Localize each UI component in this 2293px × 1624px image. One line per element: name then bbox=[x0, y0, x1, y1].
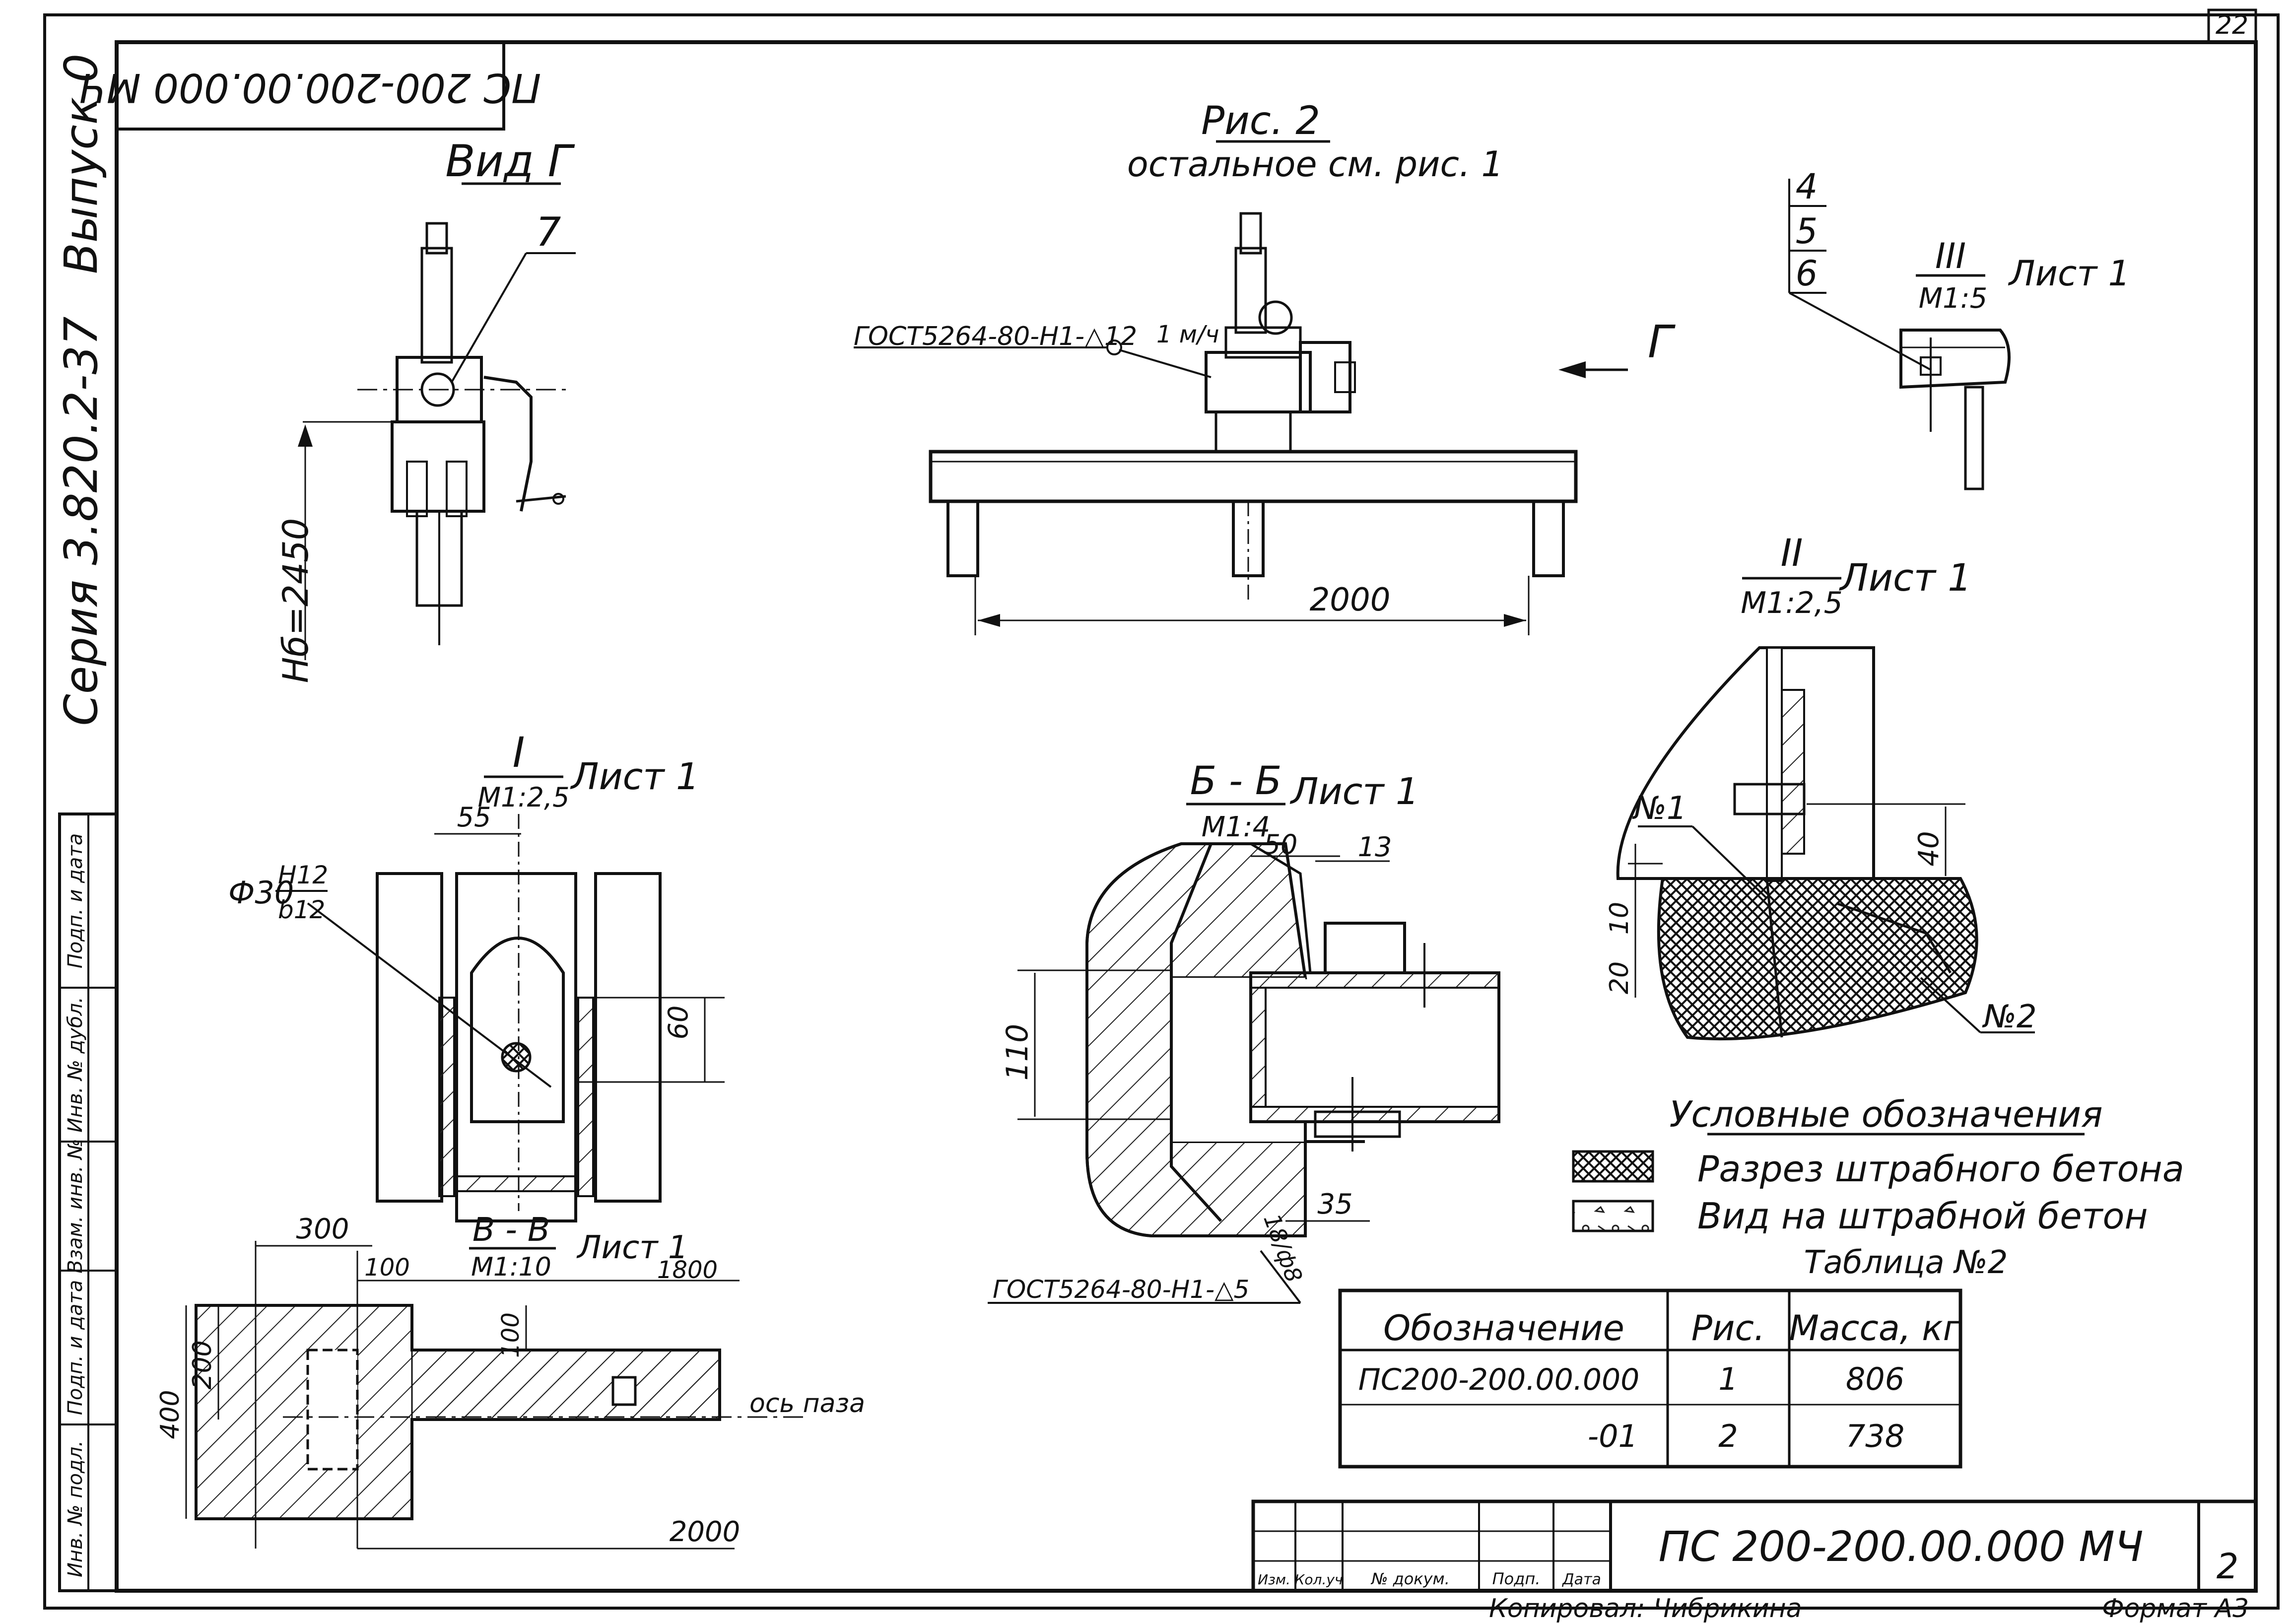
section-bb-dim-110: 110 bbox=[1000, 1024, 1035, 1081]
section-vv-sheet-ref: Лист 1 bbox=[576, 1229, 688, 1266]
table-row: -01 2 738 bbox=[1588, 1418, 1904, 1454]
fig2-title: Рис. 2 bbox=[1201, 99, 1320, 143]
title-block-col-sign: Подп. bbox=[1492, 1569, 1541, 1588]
format-label: Формат А3 bbox=[2102, 1594, 2249, 1624]
section-vv-dim-2000: 2000 bbox=[670, 1516, 741, 1548]
table-row: ПС200-200.00.000 1 806 bbox=[1358, 1361, 1905, 1397]
view-g: Вид Г 7 Нб=2450 bbox=[275, 135, 576, 683]
section-vv-dim-300: 300 bbox=[296, 1213, 349, 1245]
detail-i-dim-side: 60 bbox=[663, 1006, 694, 1040]
top-stamp-text: ПС 200-200.00.000 МЧ bbox=[79, 65, 541, 111]
detail-ii-dim-10: 10 bbox=[1605, 902, 1634, 935]
view-g-height-label: Нб=2450 bbox=[275, 518, 316, 683]
section-bb-dim-50: 50 bbox=[1264, 829, 1298, 860]
section-vv-dim-100-top: 100 bbox=[364, 1254, 410, 1282]
side-stamp: Инв. № подл. Подп. и дата Взам. инв. № И… bbox=[58, 812, 118, 1592]
page-number: 22 bbox=[2216, 10, 2248, 40]
side-field-3: Взам. инв. № bbox=[64, 1139, 87, 1274]
detail-i-fit-lower: b12 bbox=[278, 895, 325, 924]
figure-2: Рис. 2 остальное см. рис. 1 ГОСТ5264-80-… bbox=[854, 99, 1676, 635]
title-block: Изм. Кол.уч № докум. Подп. Дата ПС 200-2… bbox=[1251, 1499, 2258, 1593]
fig2-subtitle: остальное см. рис. 1 bbox=[1127, 144, 1503, 185]
table-2-header-figure: Рис. bbox=[1691, 1308, 1765, 1349]
table-2-cell: 2 bbox=[1718, 1418, 1738, 1454]
table-2: Таблица №2 Обозначение Рис. Масса, кг ПС… bbox=[1338, 1244, 2008, 1469]
section-bb-label: Б - Б bbox=[1190, 759, 1282, 804]
view-g-callout: 7 bbox=[536, 209, 561, 255]
section-vv: В - В М1:10 Лист 1 1800 300 100 ось паза… bbox=[155, 1211, 865, 1550]
section-bb: Б - Б М1:4 Лист 1 50 13 110 35 18/ф8 ГОС… bbox=[988, 759, 1500, 1304]
side-field-5: Подп. и дата bbox=[64, 833, 87, 968]
table-2-header-designation: Обозначение bbox=[1383, 1308, 1624, 1349]
table-2-header-mass: Масса, кг bbox=[1789, 1308, 1962, 1349]
detail-ii-label: II bbox=[1781, 531, 1803, 575]
detail-ii-callout-1: №1 bbox=[1632, 790, 1686, 827]
section-bb-dim-35: 35 bbox=[1317, 1188, 1352, 1220]
section-vv-label: В - В bbox=[472, 1211, 550, 1249]
detail-i-dim-top: 55 bbox=[457, 802, 491, 833]
table-2-title: Таблица №2 bbox=[1804, 1244, 2008, 1281]
legend-swatch-crosshatch bbox=[1572, 1150, 1654, 1183]
detail-iii-callout-5: 5 bbox=[1796, 211, 1818, 252]
detail-ii: II М1:2,5 Лист 1 №1 №2 40 10 20 bbox=[1605, 531, 2037, 1041]
issue-label: Выпуск 0 bbox=[55, 54, 108, 274]
fig2-weld-tail: 1 м/ч bbox=[1156, 321, 1219, 348]
detail-i: I М1:2,5 Лист 1 55 Ф30 Н12 b12 60 bbox=[228, 728, 725, 1222]
side-field-2: Подп. и дата bbox=[64, 1280, 87, 1415]
title-block-col-qty: Кол.уч bbox=[1295, 1571, 1343, 1588]
title-block-col-change: Изм. bbox=[1258, 1571, 1290, 1588]
section-vv-dim-100-side: 100 bbox=[497, 1312, 525, 1358]
detail-iii-sheet-ref: Лист 1 bbox=[2008, 253, 2130, 294]
detail-iii-callout-6: 6 bbox=[1796, 253, 1818, 294]
detail-i-fit-upper: Н12 bbox=[278, 861, 328, 889]
detail-ii-callout-2: №2 bbox=[1982, 999, 2036, 1035]
legend: Условные обозначения Разрез штрабного бе… bbox=[1572, 1093, 2184, 1237]
copied-by: Копировал: Чибрикина bbox=[1489, 1594, 1802, 1624]
legend-label-crosshatch: Разрез штрабного бетона bbox=[1697, 1148, 2184, 1190]
title-block-col-doc: № докум. bbox=[1370, 1569, 1450, 1588]
title-block-sheet-no: 2 bbox=[2217, 1546, 2239, 1587]
table-2-cell: -01 bbox=[1588, 1418, 1638, 1454]
section-bb-sheet-ref: Лист 1 bbox=[1289, 770, 1419, 813]
section-bb-scale: М1:4 bbox=[1202, 811, 1270, 843]
detail-i-label: I bbox=[513, 728, 525, 777]
detail-iii-label: III bbox=[1935, 236, 1966, 276]
legend-title: Условные обозначения bbox=[1669, 1093, 2102, 1135]
legend-swatch-concrete bbox=[1572, 1200, 1654, 1232]
top-stamp: ПС 200-200.00.000 МЧ bbox=[79, 41, 541, 131]
legend-label-concrete: Вид на штрабной бетон bbox=[1697, 1195, 2148, 1237]
section-bb-dim-13: 13 bbox=[1358, 831, 1392, 863]
section-vv-axis-label: ось паза bbox=[749, 1389, 865, 1419]
fig2-view-arrow-label: Г bbox=[1648, 316, 1676, 368]
series-label: Серия 3.820.2-37 bbox=[55, 316, 108, 726]
table-2-cell: 1 bbox=[1718, 1361, 1738, 1397]
section-vv-dim-1800: 1800 bbox=[657, 1256, 718, 1284]
table-2-cell: 806 bbox=[1846, 1361, 1904, 1397]
section-vv-scale: М1:10 bbox=[471, 1252, 551, 1282]
detail-i-sheet-ref: Лист 1 bbox=[570, 755, 699, 798]
detail-i-scale: М1:2,5 bbox=[477, 782, 569, 813]
table-2-cell: 738 bbox=[1846, 1418, 1904, 1454]
detail-ii-scale: М1:2,5 bbox=[1741, 586, 1843, 620]
detail-i-hole: Ф30 bbox=[228, 875, 294, 911]
fig2-span: 2000 bbox=[1310, 582, 1391, 618]
section-bb-weld-note: ГОСТ5264-80-Н1-△5 bbox=[993, 1275, 1249, 1304]
title-block-col-date: Дата bbox=[1561, 1571, 1601, 1588]
detail-ii-dim-40: 40 bbox=[1913, 831, 1945, 866]
section-vv-dim-200: 200 bbox=[188, 1340, 217, 1389]
table-2-cell: ПС200-200.00.000 bbox=[1358, 1362, 1640, 1397]
section-vv-dim-400: 400 bbox=[155, 1390, 185, 1439]
title-block-designation: ПС 200-200.00.000 МЧ bbox=[1659, 1522, 2144, 1571]
detail-ii-dim-20: 20 bbox=[1605, 961, 1634, 994]
detail-iii-callout-4: 4 bbox=[1796, 166, 1818, 207]
side-field-1: Инв. № подл. bbox=[64, 1440, 87, 1577]
detail-ii-sheet-ref: Лист 1 bbox=[1838, 555, 1971, 600]
detail-iii: 4 5 6 III М1:5 Лист 1 bbox=[1788, 166, 2130, 490]
detail-iii-scale: М1:5 bbox=[1919, 282, 1987, 315]
side-field-4: Инв. № дубл. bbox=[64, 997, 87, 1133]
view-g-title: Вид Г bbox=[445, 135, 575, 187]
